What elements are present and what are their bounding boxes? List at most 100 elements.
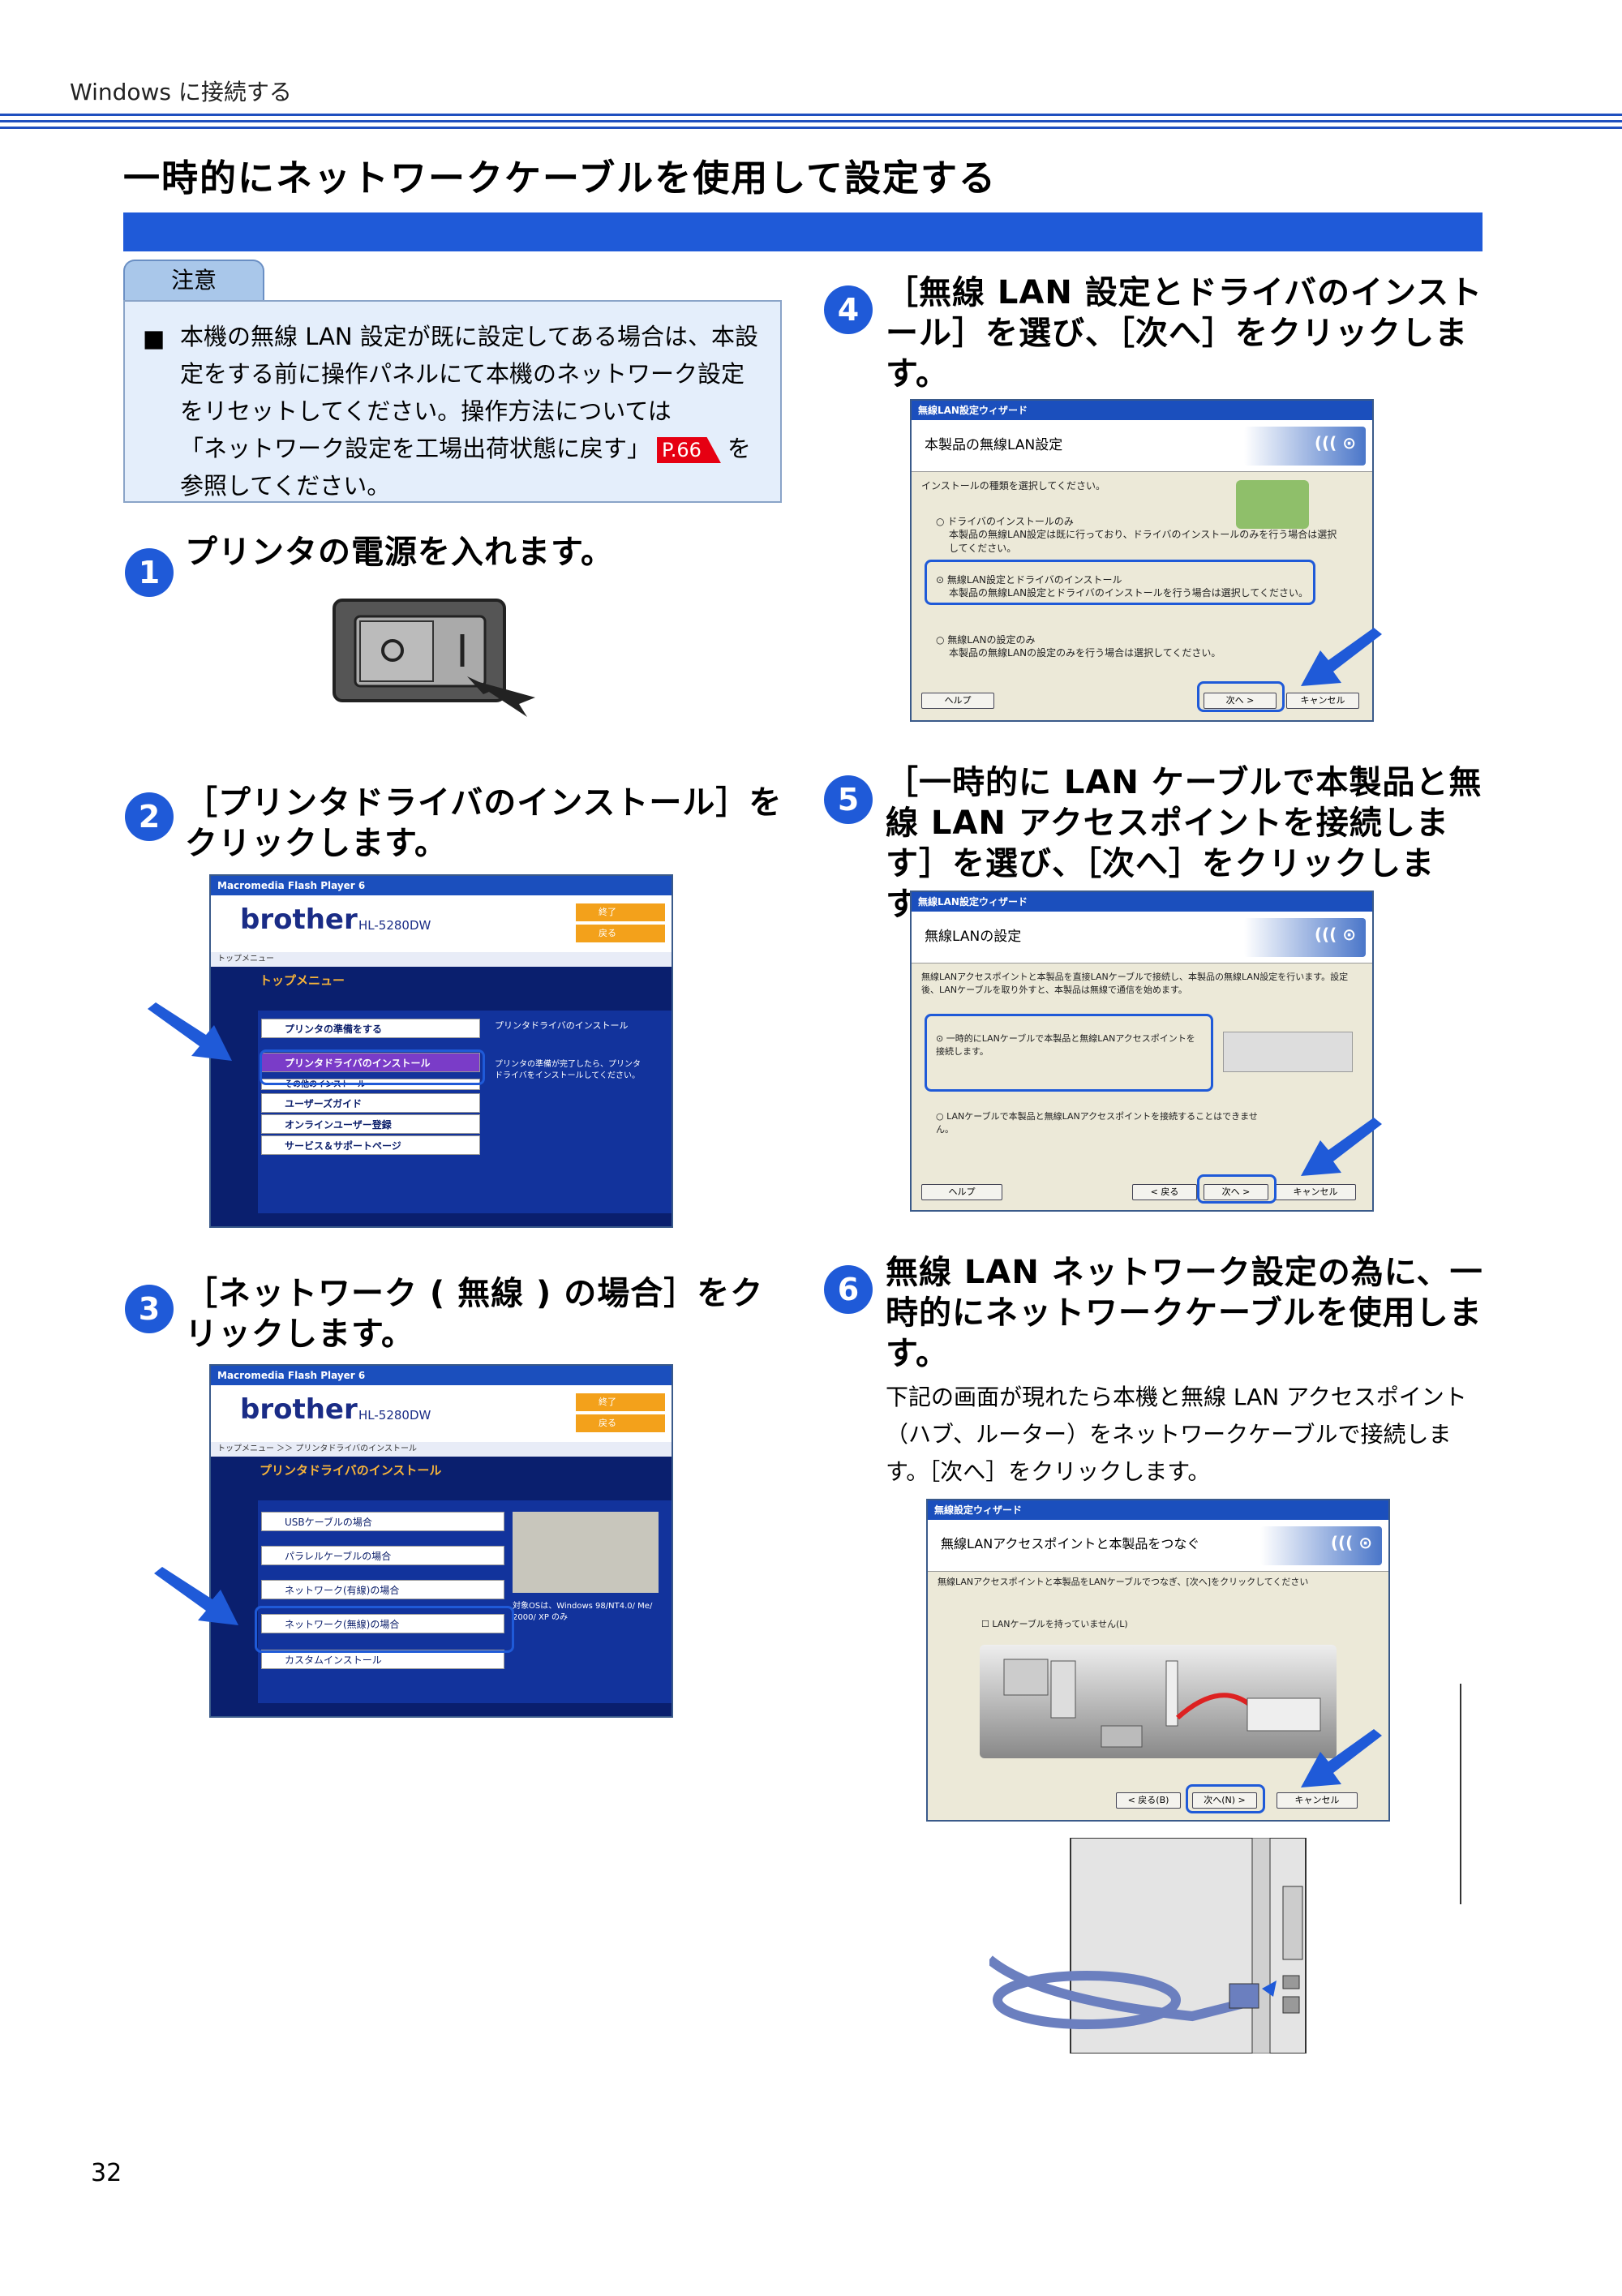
option-no-cable[interactable]: ○ LANケーブルで本製品と無線LANアクセスポイントを接続することはできません… — [936, 1111, 1258, 1135]
menu-window-driver: Macromedia Flash Player 6 brother HL-528… — [209, 1364, 673, 1718]
note-box: ■ 本機の無線 LAN 設定が既に設定してある場合は、本設定をする前に操作パネル… — [123, 300, 782, 503]
brand-logo: brother — [240, 1393, 358, 1426]
step-text: ［プリンタドライバのインストール］をクリックします。 — [185, 784, 783, 862]
help-button[interactable]: ヘルプ — [921, 1184, 1002, 1200]
wizard-heading: 無線LANアクセスポイントと本製品をつなぐ — [941, 1536, 1200, 1551]
option-label: LANケーブルで本製品と無線LANアクセスポイントを接続することはできません。 — [936, 1111, 1258, 1135]
pointer-arrow — [1301, 628, 1382, 696]
menu-item-prepare[interactable]: プリンタの準備をする — [261, 1019, 480, 1038]
header-section: Windows に接続する — [70, 79, 292, 105]
network-diagram — [980, 1645, 1337, 1758]
step-text: 無線 LAN ネットワーク設定の為に、一時的にネットワークケーブルを使用します。 — [886, 1254, 1483, 1372]
model-name: HL-5280DW — [358, 1408, 431, 1423]
install-icon — [1236, 480, 1309, 529]
option-label: ドライバのインストールのみ — [947, 516, 1074, 527]
side-title: プリンタドライバのインストール — [495, 1020, 629, 1031]
wireless-logo-icon — [1244, 918, 1366, 957]
divider — [1460, 1684, 1461, 1904]
menu-item-support[interactable]: サービス＆サポートページ — [261, 1135, 480, 1155]
wizard-install-type: 無線LAN設定ウィザード 本製品の無線LAN設定 インストールの種類を選択してく… — [910, 399, 1374, 722]
menu-item-driver-install[interactable]: プリンタドライバのインストール — [261, 1053, 480, 1072]
note-tab: 注意 — [123, 260, 264, 302]
option-desc: 本製品の無線LAN設定は既に行っており、ドライバのインストールのみを行う場合は選… — [949, 529, 1337, 554]
note-text-2: 「ネットワーク設定を工場出荷状態に戻す」 — [180, 435, 651, 462]
prompt: インストールの種類を選択してください。 — [921, 480, 1106, 491]
menu-header: brother HL-5280DW 終了 戻る — [211, 895, 672, 952]
side-text: プリンタの準備が完了したら、プリンタドライバをインストールしてください。 — [495, 1060, 641, 1080]
window-titlebar: Macromedia Flash Player 6 — [211, 876, 672, 895]
highlight-frame — [1197, 1174, 1277, 1204]
back-button[interactable]: < 戻る — [1132, 1184, 1197, 1200]
step-number: 6 — [824, 1265, 873, 1314]
step-number: 1 — [125, 548, 174, 597]
menu-panel: プリンタの準備をする プリンタドライバのインストール その他のインストール ユー… — [258, 1011, 672, 1213]
wizard-heading: 本製品の無線LAN設定 — [925, 437, 1063, 453]
step-text: ［ネットワーク ( 無線 ) の場合］をクリックします。 — [185, 1275, 764, 1353]
option-label: 無線LAN設定とドライバのインストール — [946, 574, 1122, 586]
highlight-frame — [1186, 1784, 1265, 1813]
brand-logo: brother — [240, 903, 358, 936]
header-rule — [0, 127, 1622, 129]
option-wlan-and-driver[interactable]: ⊙ 無線LAN設定とドライバのインストール — [936, 574, 1122, 586]
wireless-logo-icon — [1244, 427, 1366, 466]
section-title: トップメニュー — [260, 973, 345, 988]
note-text-4: 参照してください。 — [180, 472, 391, 500]
no-cable-checkbox[interactable]: ☐ LANケーブルを持っていません(L) — [981, 1619, 1128, 1629]
menu-item-wireless[interactable]: ネットワーク(無線)の場合 — [261, 1614, 504, 1633]
menu-item-usb[interactable]: USBケーブルの場合 — [261, 1512, 504, 1531]
pointer-arrow — [1301, 1729, 1382, 1797]
step-text: ［無線 LAN 設定とドライバのインストール］を選び、［次へ］をクリックします。 — [886, 274, 1483, 393]
menu-item-wired[interactable]: ネットワーク(有線)の場合 — [261, 1580, 504, 1599]
back-button[interactable]: 戻る — [576, 1414, 665, 1432]
wizard-header: 無線LANアクセスポイントと本製品をつなぐ — [928, 1520, 1388, 1572]
menu-item-parallel[interactable]: パラレルケーブルの場合 — [261, 1546, 504, 1565]
page-ref-badge[interactable]: P.66 — [657, 437, 721, 463]
header-rule — [0, 120, 1622, 122]
back-button[interactable]: 戻る — [576, 925, 665, 942]
pointer-arrow — [154, 1567, 243, 1635]
exit-button[interactable]: 終了 — [576, 1393, 665, 1411]
power-switch-illustration — [333, 599, 535, 717]
exit-button[interactable]: 終了 — [576, 903, 665, 921]
wizard-header: 無線LANの設定 — [912, 912, 1372, 963]
option-label: 無線LANの設定のみ — [947, 634, 1036, 646]
cancel-button[interactable]: キャンセル — [1275, 1184, 1356, 1200]
wizard-header: 本製品の無線LAN設定 — [912, 420, 1372, 472]
checkbox-label: LANケーブルを持っていません(L) — [992, 1619, 1128, 1629]
highlight-frame — [260, 1049, 485, 1085]
title-bar — [123, 212, 1483, 251]
highlight-frame — [1197, 681, 1285, 712]
cancel-button[interactable]: キャンセル — [1286, 693, 1359, 709]
printer-cable-illustration — [986, 1837, 1351, 2054]
menu-item-custom[interactable]: カスタムインストール — [261, 1650, 504, 1669]
next-button[interactable]: 次へ(N) > — [1192, 1792, 1257, 1809]
cancel-button[interactable]: キャンセル — [1277, 1792, 1358, 1809]
menu-window-top: Macromedia Flash Player 6 brother HL-528… — [209, 874, 673, 1228]
step-number: 4 — [824, 285, 873, 334]
product-photo — [513, 1512, 659, 1593]
option-desc: 本製品の無線LAN設定とドライバのインストールを行う場合は選択してください。 — [949, 587, 1308, 599]
back-button[interactable]: < 戻る(B) — [1116, 1792, 1181, 1809]
option-desc: 本製品の無線LANの設定のみを行う場合は選択してください。 — [949, 647, 1221, 659]
option-temporary-cable[interactable]: ⊙ 一時的にLANケーブルで本製品と無線LANアクセスポイントを接続します。 — [936, 1033, 1195, 1057]
next-button[interactable]: 次へ > — [1204, 693, 1277, 709]
page-number: 32 — [91, 2159, 122, 2187]
menu-item-register[interactable]: オンラインユーザー登録 — [261, 1114, 480, 1134]
window-titlebar: 無線LAN設定ウィザード — [912, 401, 1372, 420]
model-name: HL-5280DW — [358, 918, 431, 933]
wireless-logo-icon — [1260, 1526, 1382, 1565]
next-button[interactable]: 次へ > — [1204, 1184, 1268, 1200]
option-driver-only[interactable]: ○ ドライバのインストールのみ — [936, 516, 1074, 527]
help-button[interactable]: ヘルプ — [921, 693, 994, 709]
wizard-heading: 無線LANの設定 — [925, 929, 1022, 945]
pointer-arrow — [148, 1002, 237, 1071]
window-titlebar: 無線LAN設定ウィザード — [912, 892, 1372, 912]
menu-panel: USBケーブルの場合 パラレルケーブルの場合 ネットワーク(有線)の場合 ネット… — [258, 1500, 672, 1703]
menu-header: brother HL-5280DW 終了 戻る — [211, 1385, 672, 1442]
step-number: 2 — [125, 792, 174, 841]
page-title: 一時的にネットワークケーブルを使用して設定する — [123, 157, 997, 200]
step-number: 3 — [125, 1285, 174, 1333]
menu-item-guide[interactable]: ユーザーズガイド — [261, 1093, 480, 1113]
highlight-frame — [925, 560, 1315, 605]
option-wlan-only[interactable]: ○ 無線LANの設定のみ — [936, 634, 1036, 646]
